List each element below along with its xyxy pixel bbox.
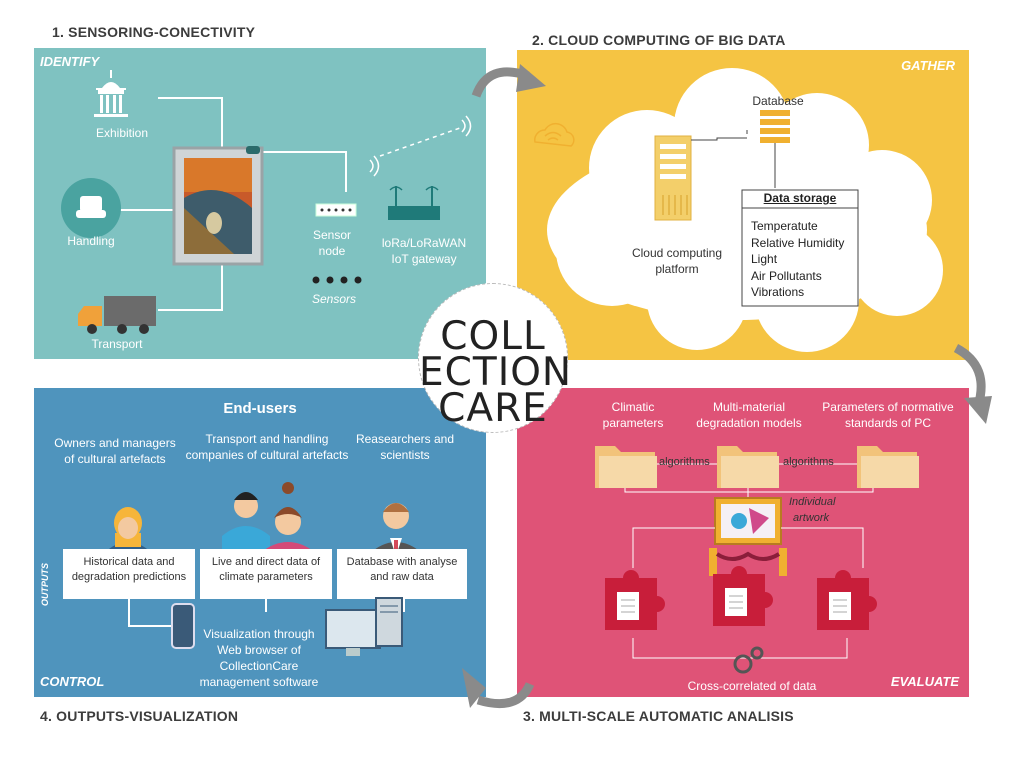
folder-icon (717, 446, 779, 488)
viz-line: management software (199, 675, 319, 689)
sensors-dots-icon (312, 276, 362, 284)
sensor-chip-icon (246, 146, 260, 154)
section-title-sensoring: 1. SENSORING-CONECTIVITY (52, 24, 256, 40)
research-label-1: Reasearchers and (355, 432, 455, 446)
outputs-vertical-label: OUTPUTS (36, 560, 62, 620)
storage-item: Vibrations (751, 285, 805, 299)
normative-label-2: standards of PC (844, 416, 932, 430)
section-title-outputs: 4. OUTPUTS-VISUALIZATION (40, 708, 239, 724)
label-sensor-node-1: Sensor (312, 228, 352, 242)
logo-line-3: CARE (438, 386, 548, 431)
tag-gather: GATHER (901, 58, 955, 73)
output-box-database: Database with analyse and raw data (337, 555, 467, 585)
monitor-icon (325, 609, 381, 656)
individual-label-1: Individual (789, 496, 836, 508)
panel3-graphics (595, 446, 919, 674)
museum-icon (94, 70, 128, 117)
climatic-label-2: parameters (602, 416, 664, 430)
panel2-graphics (534, 68, 943, 352)
logo-line-2: ECTION (419, 350, 573, 395)
cloud-wifi-icon (534, 122, 575, 147)
data-storage-list: Temperatute Relative Humidity Light Air … (751, 218, 844, 301)
storage-item: Relative Humidity (751, 235, 845, 250)
label-cloud-platform-2: platform (655, 262, 699, 276)
storage-item: Air Pollutants (751, 268, 822, 283)
gear-icon (733, 646, 764, 674)
visualization-label: Visualization through Web browser of Col… (194, 626, 324, 690)
storage-item: Temperatute (751, 219, 818, 233)
algorithms-label-1: algorithms (659, 456, 710, 468)
algorithms-label-2: algorithms (783, 456, 834, 468)
research-label-2: scientists (380, 448, 430, 462)
label-sensor-node-2: node (318, 244, 346, 258)
logo-line-1: COLL (440, 314, 546, 359)
models-label-2: degradation models (696, 416, 802, 430)
artwork-display-icon (709, 497, 787, 576)
panel-analisis: Climatic parameters Multi-material degra… (517, 388, 969, 697)
models-label-1: Multi-material (712, 400, 785, 414)
folder-icon (857, 446, 919, 488)
box-line: degradation predictions (71, 571, 187, 583)
label-cloud-platform-1: Cloud computing (631, 246, 723, 260)
transport-worker-icon (222, 492, 270, 550)
box-line: Historical data and (83, 556, 175, 568)
normative-label-1: Parameters of normative (822, 400, 954, 414)
label-sensors: Sensors (311, 292, 357, 306)
box-line: and raw data (370, 571, 434, 583)
viz-line: Visualization through (203, 627, 315, 641)
label-gateway-1: loRa/LoRaWAN (381, 236, 467, 250)
folder-icon (595, 446, 657, 488)
outputs-text: OUTPUTS (40, 562, 50, 606)
puzzle-icon (713, 566, 773, 626)
database-icon (760, 110, 790, 143)
phone-icon (171, 603, 195, 649)
panel-cloud: GATHER Database Cloud computing platform… (517, 50, 969, 360)
data-storage-title: Data storage (763, 191, 837, 205)
viz-line: CollectionCare (219, 659, 299, 673)
server-icon (654, 135, 692, 221)
gateway-icon (388, 186, 440, 220)
puzzle-icon (605, 570, 665, 630)
panel4-graphics (63, 482, 467, 656)
storage-item: Light (751, 252, 778, 266)
wifi-icon (369, 115, 472, 177)
label-gateway-2: IoT gateway (391, 252, 457, 266)
painting-image (172, 146, 264, 266)
output-box-live: Live and direct data of climate paramete… (200, 555, 332, 585)
cross-correlated-label: Cross-correlated of data (687, 679, 817, 693)
transport-label-2: companies of cultural artefacts (185, 448, 349, 462)
output-box-historical: Historical data and degradation predicti… (63, 555, 195, 585)
tag-control: CONTROL (40, 674, 105, 689)
panel1-graphics (61, 70, 472, 334)
section-title-analisis: 3. MULTI-SCALE AUTOMATIC ANALISIS (523, 708, 794, 724)
label-exhibition: Exhibition (95, 126, 149, 140)
panel-sensoring: IDENTIFY Exhibition Handling Transport S… (34, 48, 486, 359)
puzzle-icon (817, 570, 877, 630)
label-handling: Handling (67, 234, 115, 248)
data-storage-box (741, 189, 859, 307)
truck-icon (78, 296, 156, 334)
endusers-title: End-users (223, 400, 297, 417)
section-title-cloud: 2. CLOUD COMPUTING OF BIG DATA (532, 32, 786, 48)
box-line: Live and direct data of (211, 556, 321, 568)
viz-line: Web browser of (217, 643, 301, 657)
climatic-label-1: Climatic (611, 400, 655, 414)
owners-label-2: of cultural artefacts (64, 452, 166, 466)
owners-label-1: Owners and managers (54, 436, 176, 450)
collectioncare-logo: COLL ECTION CARE (418, 283, 573, 433)
box-line: Database with analyse (346, 556, 458, 568)
computer-tower-icon (375, 597, 403, 647)
tag-evaluate: EVALUATE (890, 674, 959, 689)
individual-label-2: artwork (793, 512, 830, 524)
panel-outputs: End-users Owners and managers of cultura… (34, 388, 486, 697)
transport-label-1: Transport and handling (205, 432, 329, 446)
label-database: Database (752, 94, 804, 108)
tag-identify: IDENTIFY (40, 54, 100, 69)
box-line: climate parameters (219, 571, 313, 583)
label-transport: Transport (91, 337, 143, 351)
